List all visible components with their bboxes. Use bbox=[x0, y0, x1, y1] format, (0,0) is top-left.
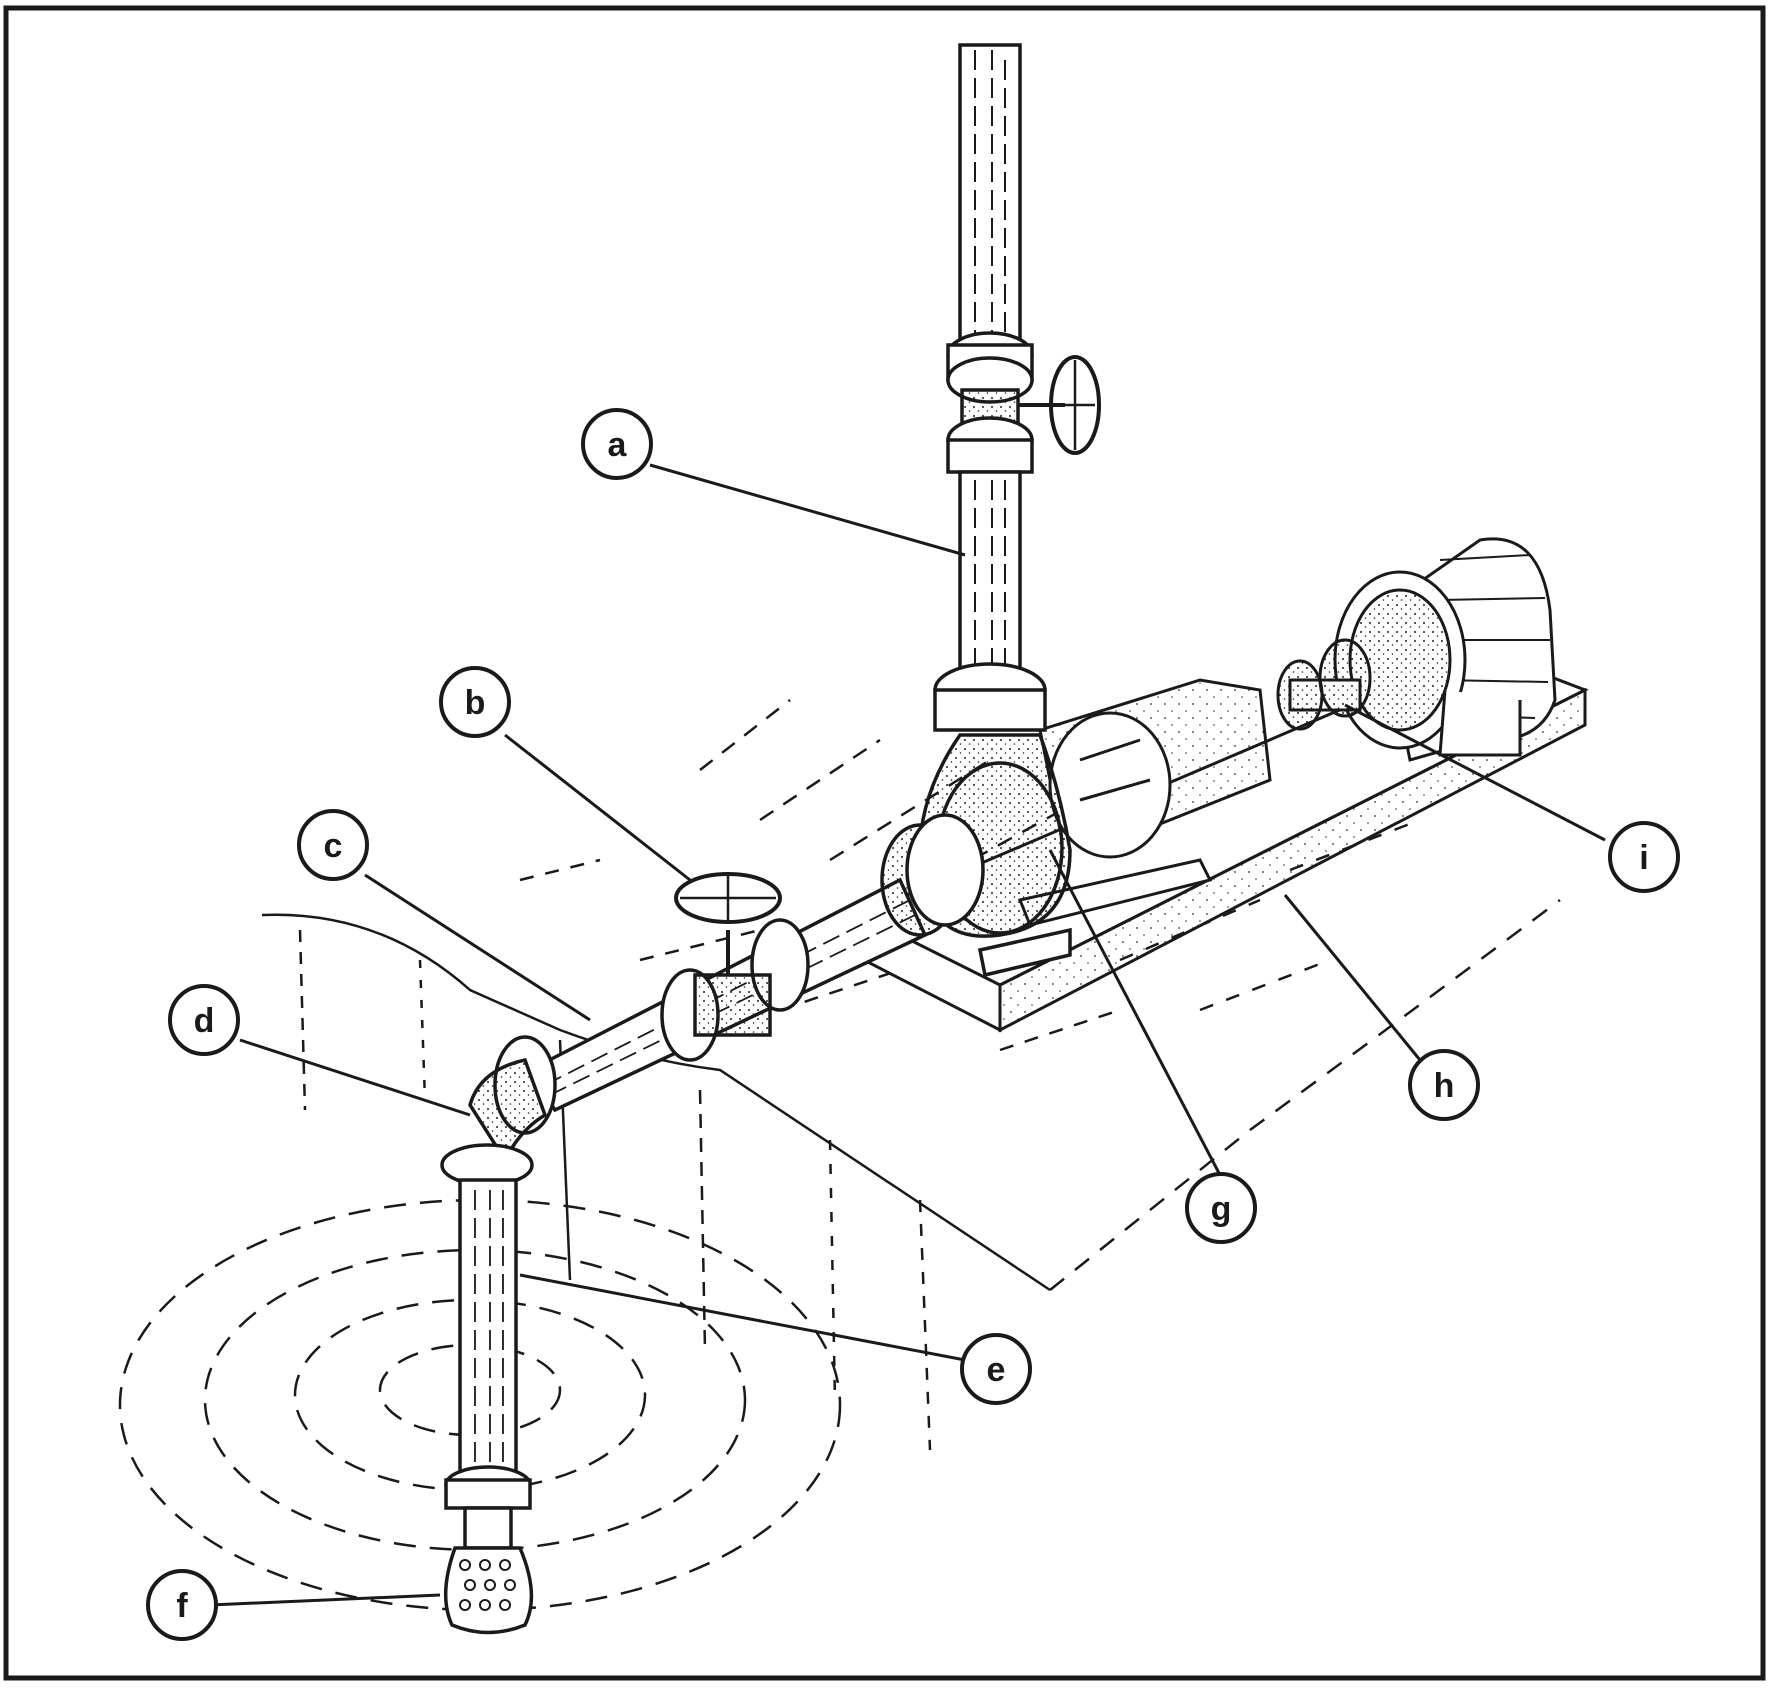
suction-valve-handwheel bbox=[674, 872, 782, 975]
leader-line-g bbox=[1048, 849, 1222, 1176]
discharge-valve-handwheel bbox=[1018, 355, 1101, 455]
leader-line-i bbox=[1344, 703, 1606, 842]
shaft-coupling bbox=[1276, 638, 1372, 731]
suction-pipe-horizontal bbox=[527, 813, 985, 1113]
leader-line-h bbox=[1283, 894, 1422, 1061]
callout-b: b bbox=[439, 666, 511, 738]
callouts: a b c d e f g h bbox=[146, 408, 1680, 1641]
callout-d: d bbox=[168, 984, 240, 1056]
callout-label-c: c bbox=[324, 827, 343, 865]
callout-label-d: d bbox=[194, 1002, 215, 1040]
callout-i: i bbox=[1608, 821, 1680, 893]
foot-valve-strainer bbox=[444, 1546, 534, 1635]
callout-label-a: a bbox=[608, 426, 628, 464]
callout-label-f: f bbox=[176, 1587, 188, 1625]
callout-a: a bbox=[581, 408, 653, 480]
figure-border bbox=[3, 5, 1766, 1681]
leader-line-c bbox=[364, 873, 591, 1022]
leader-line-d bbox=[239, 1038, 471, 1117]
callout-label-h: h bbox=[1434, 1067, 1455, 1105]
ground-surface bbox=[261, 699, 1561, 1451]
callout-label-e: e bbox=[987, 1351, 1006, 1389]
callout-e: e bbox=[960, 1333, 1032, 1405]
callout-label-b: b bbox=[465, 684, 486, 722]
callout-label-g: g bbox=[1211, 1190, 1232, 1228]
callout-g: g bbox=[1185, 1172, 1257, 1244]
electric-motor bbox=[1333, 537, 1557, 762]
discharge-pipe bbox=[933, 43, 1047, 732]
leader-line-e bbox=[519, 1273, 966, 1362]
callout-h: h bbox=[1408, 1049, 1480, 1121]
leader-lines bbox=[209, 463, 1606, 1607]
bearing-housing bbox=[1017, 678, 1272, 927]
callout-c: c bbox=[297, 809, 369, 881]
suction-pipe-vertical bbox=[444, 1178, 532, 1550]
leader-line-f bbox=[209, 1593, 441, 1607]
pipe-elbow bbox=[440, 1035, 557, 1187]
callout-f: f bbox=[146, 1569, 218, 1641]
leader-line-a bbox=[649, 463, 966, 557]
leader-line-b bbox=[504, 733, 691, 882]
callout-label-i: i bbox=[1639, 839, 1648, 877]
